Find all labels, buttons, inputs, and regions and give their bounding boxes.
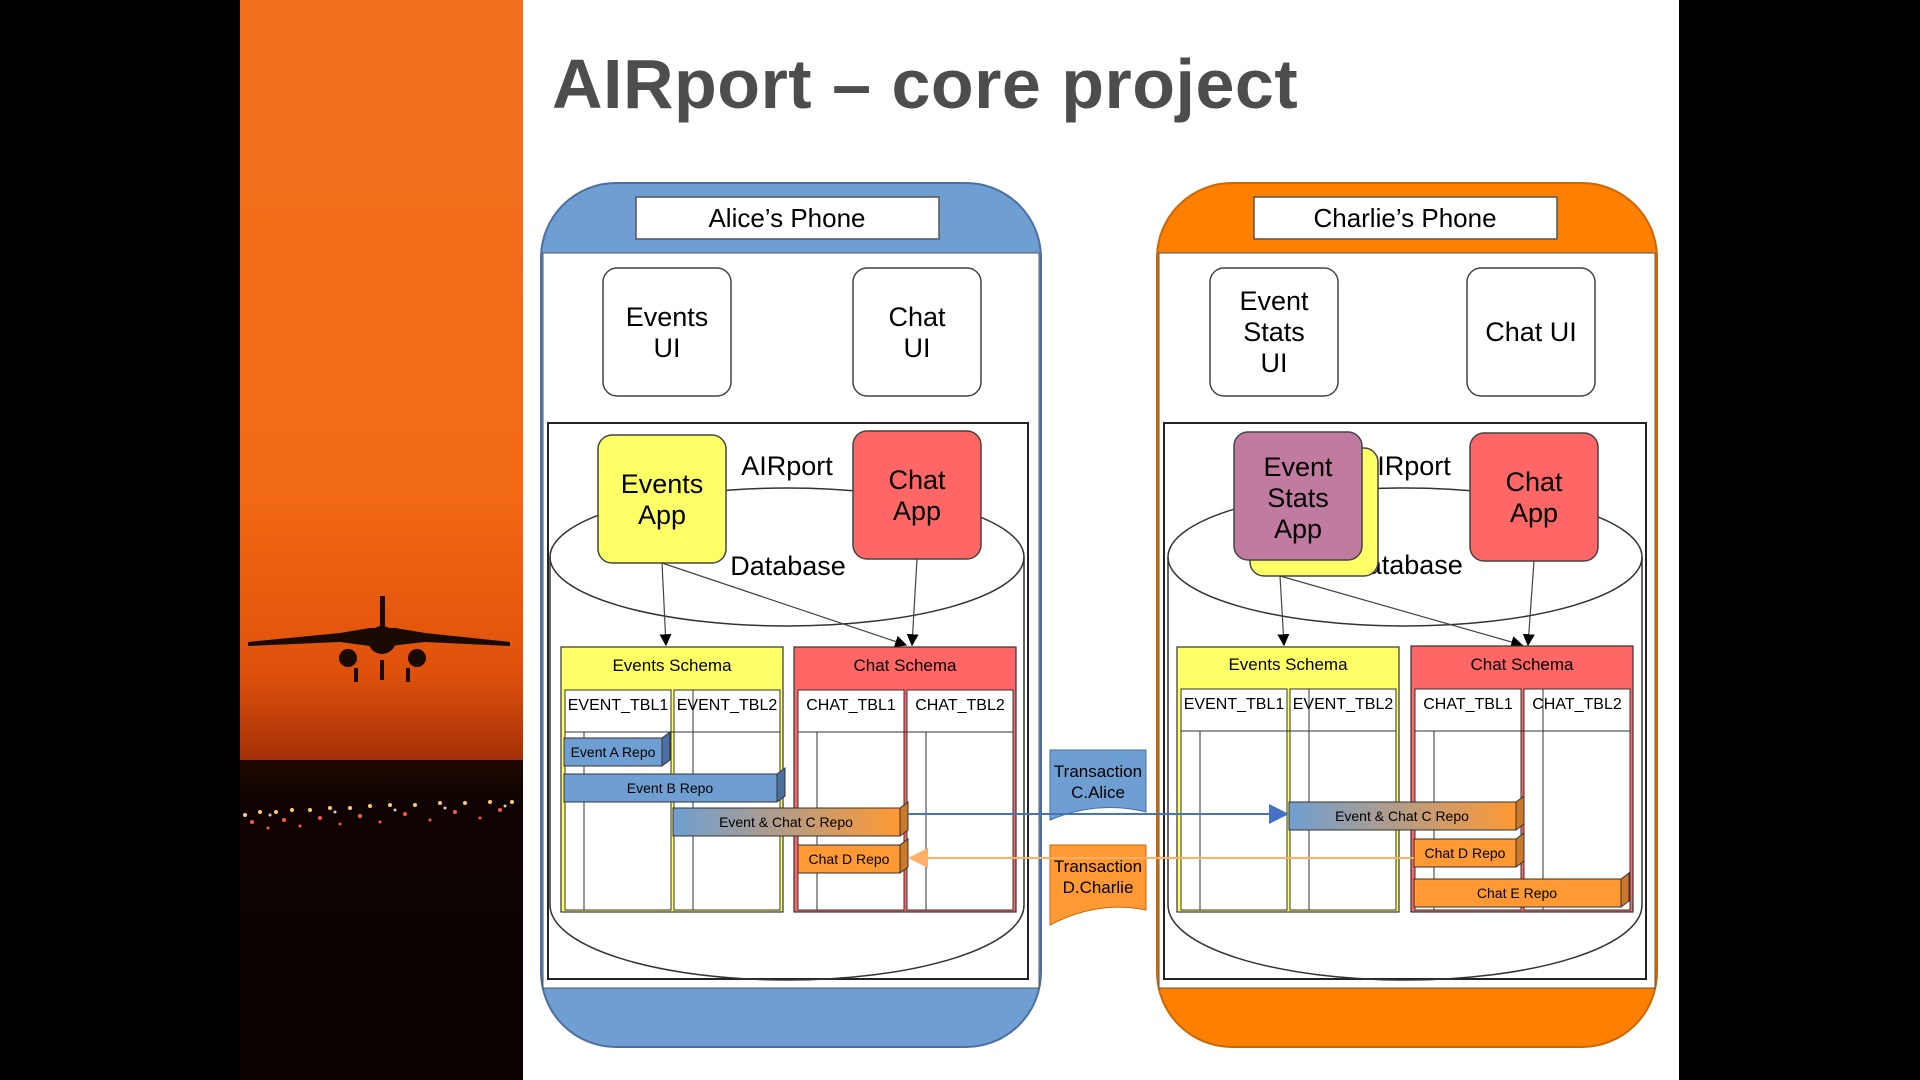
- event-tbl1-charlie-label: EVENT_TBL1: [1184, 696, 1285, 713]
- app-event-stats-line2: Stats: [1267, 483, 1329, 513]
- app-chat-line1: Chat: [888, 465, 946, 495]
- repo-event-chat-c-charlie-label: Event & Chat C Repo: [1335, 808, 1469, 824]
- repo-chat-e-charlie: Chat E Repo: [1413, 872, 1630, 908]
- ui-chat-charlie-line1: Chat UI: [1485, 317, 1577, 347]
- transaction-c-alice: Transaction C.Alice: [1049, 749, 1147, 821]
- transaction-c-alice-line1: Transaction: [1054, 762, 1142, 781]
- transaction-c-alice-line2: C.Alice: [1071, 783, 1125, 802]
- transaction-d-charlie-line1: Transaction: [1054, 857, 1142, 876]
- arrow-charlie-chat-to-chat-schema: [1522, 560, 1535, 647]
- app-event-stats-line3: App: [1274, 514, 1322, 544]
- phone-alice: Alice’s Phone Events UI Chat UI AIRport …: [540, 182, 1042, 1048]
- repo-chat-e-charlie-label: Chat E Repo: [1477, 885, 1557, 901]
- chat-tbl1-label: CHAT_TBL1: [806, 697, 896, 714]
- repo-event-a-label: Event A Repo: [571, 744, 656, 760]
- app-box-events: [597, 434, 727, 564]
- ui-box-chat-charlie: [1466, 267, 1596, 397]
- arrow-chat-app-to-chat-schema: [906, 558, 919, 647]
- chat-tbl2-charlie: [1523, 688, 1631, 911]
- event-tbl2-charlie-label: EVENT_TBL2: [1293, 696, 1394, 713]
- event-tbl2-charlie: [1289, 688, 1397, 911]
- event-tbl2-label: EVENT_TBL2: [677, 697, 778, 714]
- repo-event-chat-c-label: Event & Chat C Repo: [719, 814, 853, 830]
- ui-events-line1: Events: [626, 302, 709, 332]
- repo-chat-d: Chat D Repo: [797, 838, 909, 874]
- slide: AIRport – core project Alice’s Phone: [240, 0, 1679, 1080]
- repo-chat-d-charlie-label: Chat D Repo: [1425, 845, 1506, 861]
- arrow-events-app-to-chat-schema: [661, 562, 908, 648]
- repo-chat-d-label: Chat D Repo: [809, 851, 890, 867]
- chat-tbl2-label: CHAT_TBL2: [915, 697, 1005, 714]
- repo-event-chat-c-charlie: Event & Chat C Repo: [1288, 795, 1525, 831]
- ui-event-stats-line1: Event: [1239, 286, 1309, 316]
- chat-schema-label-charlie: Chat Schema: [1471, 655, 1575, 674]
- phone-alice-label-box: [635, 196, 940, 240]
- app-events-line2: App: [638, 500, 686, 530]
- app-box-chat-charlie: [1469, 432, 1599, 562]
- chat-tbl2-charlie-label: CHAT_TBL2: [1532, 696, 1622, 713]
- ui-chat-line2: UI: [904, 333, 931, 363]
- arrow-charlie-events-to-chat-schema: [1279, 575, 1524, 648]
- app-chat-charlie-line2: App: [1510, 498, 1558, 528]
- app-box-event-stats: [1233, 431, 1363, 561]
- app-chat-charlie-line1: Chat: [1505, 467, 1563, 497]
- ui-box-chat: [852, 267, 982, 397]
- ui-box-events: [602, 267, 732, 397]
- airport-label: AIRport: [741, 451, 833, 481]
- ui-event-stats-line3: UI: [1261, 348, 1288, 378]
- app-box-chat: [852, 430, 982, 560]
- app-chat-line2: App: [893, 496, 941, 526]
- ui-chat-line1: Chat: [888, 302, 946, 332]
- database-cylinder: [549, 557, 1025, 981]
- chat-tbl2: [906, 689, 1014, 911]
- ui-event-stats-line2: Stats: [1243, 317, 1305, 347]
- phone-alice-label: Alice’s Phone: [708, 203, 865, 233]
- events-schema-label: Events Schema: [612, 656, 732, 675]
- ui-box-event-stats: [1209, 267, 1339, 397]
- phone-charlie-label: Charlie’s Phone: [1313, 203, 1496, 233]
- arrow-charlie-events-to-events-schema: [1277, 575, 1290, 647]
- event-tbl1-label: EVENT_TBL1: [568, 697, 669, 714]
- repo-event-b: Event B Repo: [563, 767, 786, 803]
- chat-tbl1: [797, 689, 905, 911]
- architecture-diagram: Alice’s Phone Events UI Chat UI AIRport …: [540, 182, 1658, 1048]
- events-schema-label-charlie: Events Schema: [1228, 655, 1348, 674]
- repo-event-a: Event A Repo: [563, 731, 671, 767]
- chat-tbl1-charlie: [1414, 688, 1522, 911]
- transaction-d-charlie-line2: D.Charlie: [1063, 878, 1134, 897]
- repo-event-b-label: Event B Repo: [627, 780, 714, 796]
- page-title: AIRport – core project: [552, 45, 1299, 123]
- phone-charlie-label-box: [1253, 196, 1558, 240]
- database-cylinder-charlie: [1167, 557, 1643, 981]
- chat-schema-label: Chat Schema: [854, 656, 958, 675]
- ui-events-line2: UI: [654, 333, 681, 363]
- repo-chat-d-charlie: Chat D Repo: [1413, 832, 1525, 868]
- airplane-sunset-photo: [240, 0, 523, 1080]
- repo-event-chat-c: Event & Chat C Repo: [672, 801, 909, 837]
- chat-tbl1-charlie-label: CHAT_TBL1: [1423, 696, 1513, 713]
- app-events-line1: Events: [621, 469, 704, 499]
- app-event-stats-line1: Event: [1263, 452, 1333, 482]
- event-tbl1-charlie: [1180, 688, 1288, 911]
- phone-charlie: Charlie’s Phone Event Stats UI Chat UI A…: [1156, 182, 1658, 1048]
- database-label: Database: [730, 551, 846, 581]
- arrow-events-app-to-events-schema: [659, 562, 672, 647]
- transaction-d-charlie: Transaction D.Charlie: [1049, 844, 1147, 926]
